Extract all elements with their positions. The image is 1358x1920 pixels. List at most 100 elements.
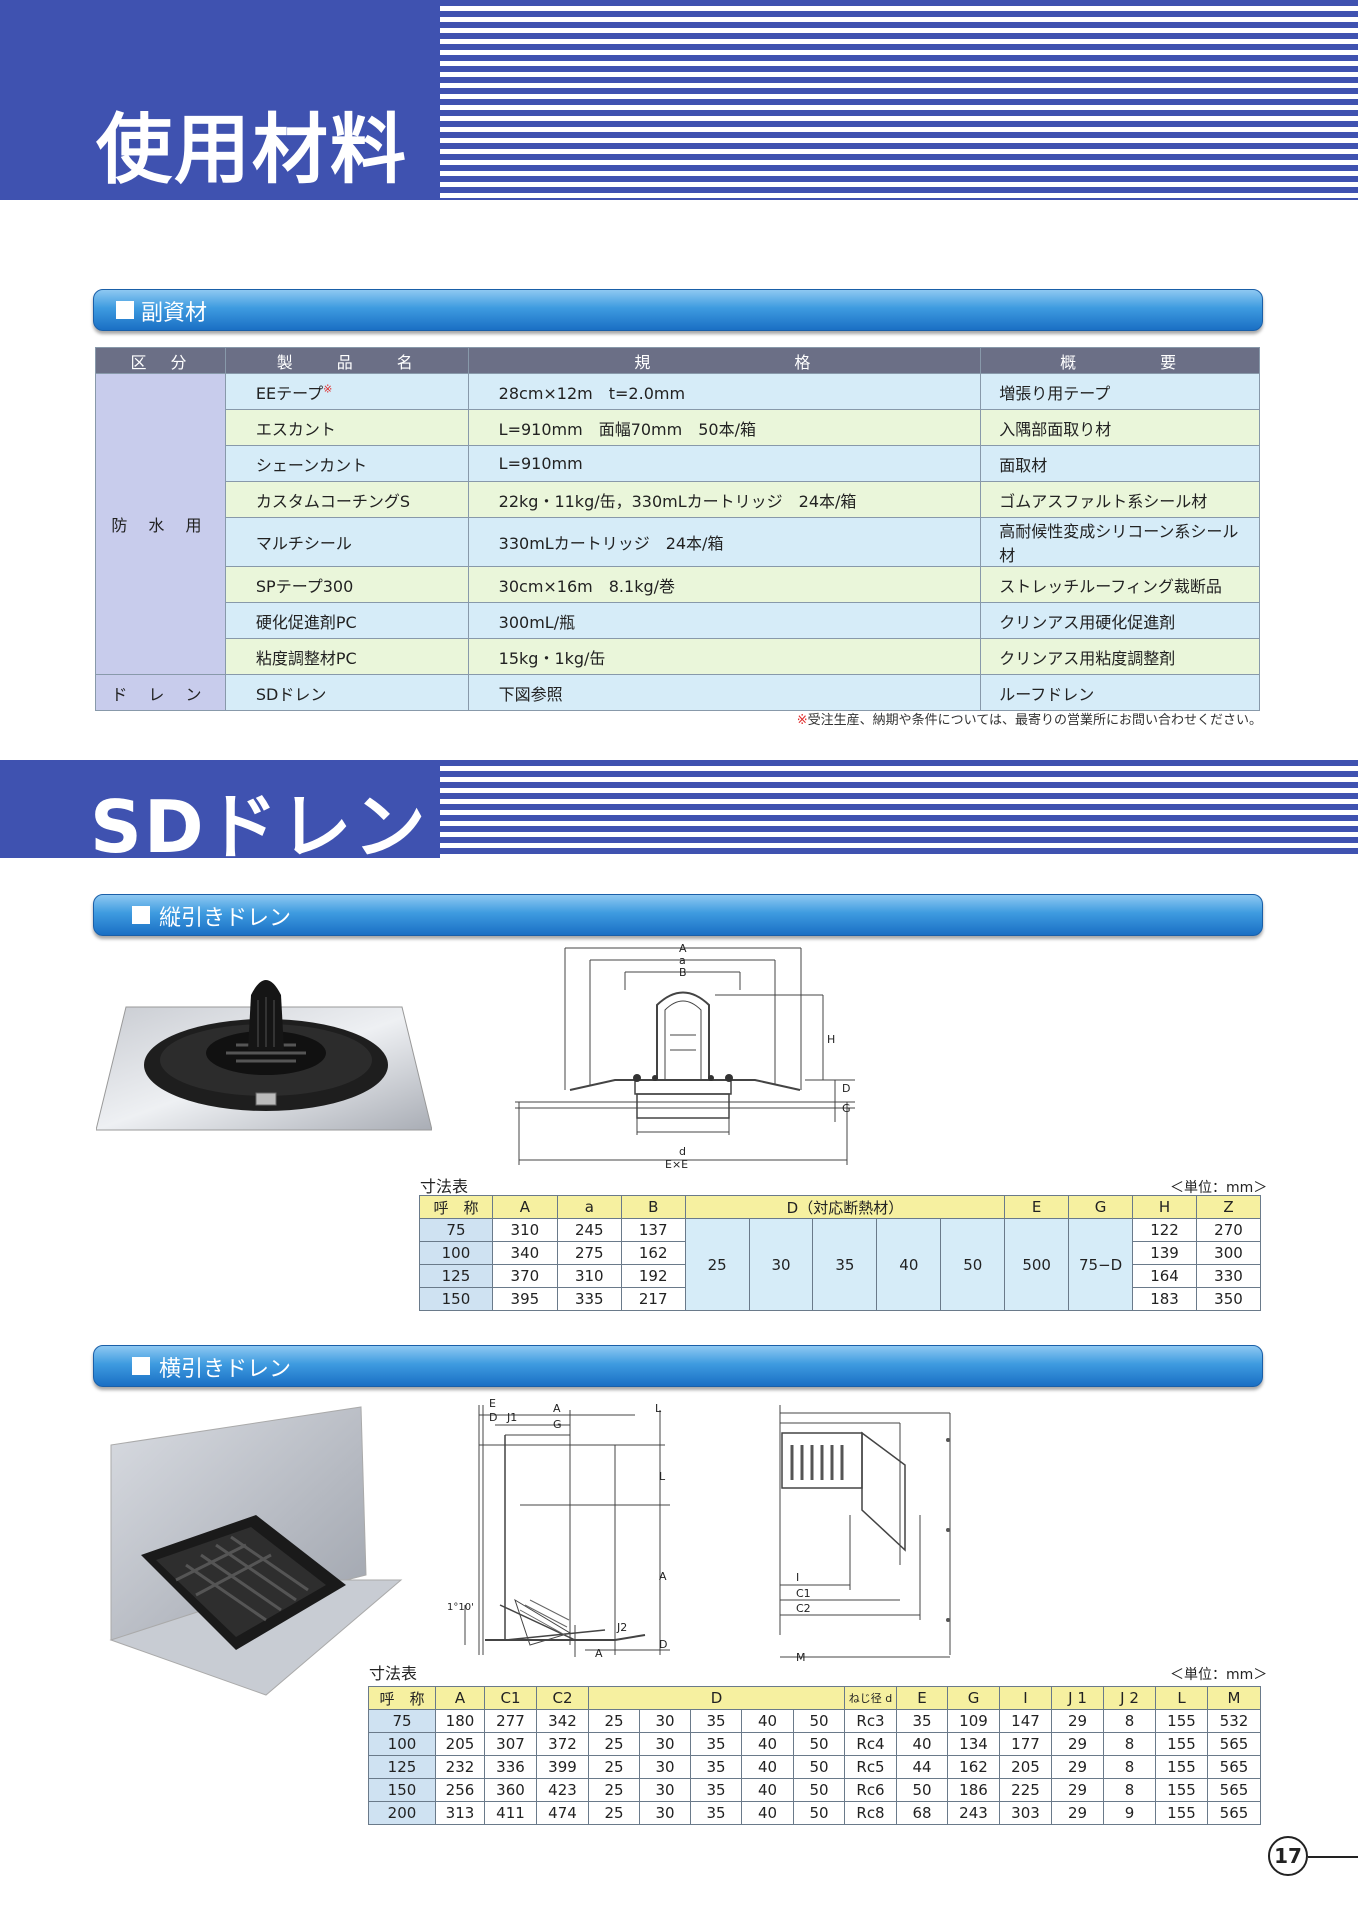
value-cell: 35 <box>690 1709 742 1733</box>
value-cell: Rc5 <box>844 1755 897 1779</box>
value-cell: 155 <box>1155 1755 1208 1779</box>
table-row: SPテープ300 30cm×16m 8.1kg/巻 ストレッチルーフィング裁断品 <box>96 566 1260 603</box>
horizontal-drain-photo <box>109 1406 403 1696</box>
table-row: 硬化促進剤PC 300mL/瓶 クリンアス用硬化促進剤 <box>96 602 1260 639</box>
product-name: SDドレン <box>224 674 469 711</box>
nominal-cell: 75 <box>368 1709 436 1733</box>
nominal-cell: 100 <box>419 1241 493 1265</box>
value-cell: 50 <box>793 1755 845 1779</box>
col-header: G <box>1068 1195 1134 1219</box>
desc-cell: 高耐候性変成シリコーン系シール材 <box>980 517 1260 567</box>
product-name: SPテープ300 <box>224 566 469 603</box>
subsection-bar-horizontal-drain: 横引きドレン <box>93 1345 1263 1387</box>
dim-label-L: L <box>655 1402 662 1415</box>
table-row: 防 水 用 EEテープ※ 28cm×12m t=2.0mm 増張り用テープ <box>95 373 1260 675</box>
value-cell: 330 <box>1196 1264 1261 1288</box>
header-stripes <box>440 0 1358 200</box>
subsection-bar-vertical-drain: 縦引きドレン <box>93 894 1263 936</box>
dim-label-L: L <box>659 1470 666 1483</box>
value-cell: 134 <box>947 1732 1000 1756</box>
value-cell: 40 <box>741 1709 794 1733</box>
value-cell: 565 <box>1207 1778 1261 1802</box>
dimension-table-label: 寸法表 <box>369 1664 418 1683</box>
value-cell: 205 <box>999 1755 1052 1779</box>
value-cell: 256 <box>435 1778 485 1802</box>
value-cell: 500 <box>1004 1218 1070 1311</box>
value-cell: 340 <box>491 1241 558 1265</box>
col-header: M <box>1207 1686 1261 1710</box>
value-cell: Rc4 <box>844 1732 897 1756</box>
value-cell: 35 <box>690 1732 742 1756</box>
value-cell: 565 <box>1207 1755 1261 1779</box>
value-cell: 565 <box>1207 1801 1261 1825</box>
value-cell: 177 <box>999 1732 1052 1756</box>
value-cell: 25 <box>684 1218 750 1311</box>
value-cell: 360 <box>484 1778 537 1802</box>
value-cell: 205 <box>435 1732 485 1756</box>
section-title: SDドレン <box>90 785 428 869</box>
col-header: ねじ径 d <box>844 1686 897 1710</box>
value-cell: 40 <box>741 1755 794 1779</box>
product-name: 硬化促進剤PC <box>224 602 469 639</box>
page-number: 17 <box>1268 1836 1308 1876</box>
desc-cell: ルーフドレン <box>980 674 1260 711</box>
value-cell: 50 <box>940 1218 1006 1311</box>
subsection-title: 縦引きドレン <box>159 906 292 931</box>
value-cell: 342 <box>536 1709 589 1733</box>
table-row: シェーンカント L=910mm 面取材 <box>96 445 1260 482</box>
value-cell: 109 <box>947 1709 1000 1733</box>
dim-label-I: I <box>796 1571 799 1584</box>
value-cell: 310 <box>556 1264 622 1288</box>
desc-cell: ゴムアスファルト系シール材 <box>980 481 1260 518</box>
dim-label-D: D <box>659 1638 667 1651</box>
col-header: 規 格 <box>467 347 982 374</box>
col-header: C1 <box>484 1686 537 1710</box>
nominal-cell: 75 <box>419 1218 493 1242</box>
dim-label-D: D <box>842 1082 850 1095</box>
value-cell: 186 <box>947 1778 1000 1802</box>
dim-label-M: M <box>796 1651 806 1664</box>
value-cell: 8 <box>1103 1709 1156 1733</box>
dim-label-C2: C2 <box>796 1602 811 1615</box>
square-icon <box>132 906 150 924</box>
value-cell: 35 <box>690 1778 742 1802</box>
value-cell: 162 <box>620 1241 686 1265</box>
value-cell: 30 <box>639 1801 691 1825</box>
value-cell: 225 <box>999 1778 1052 1802</box>
spec-cell: 330mLカートリッジ 24本/箱 <box>467 517 982 567</box>
value-cell: 30 <box>748 1218 814 1311</box>
value-cell: 147 <box>999 1709 1052 1733</box>
col-header: J 2 <box>1103 1686 1156 1710</box>
col-header: B <box>620 1195 686 1219</box>
col-header: 概 要 <box>980 347 1260 374</box>
value-cell: 9 <box>1103 1801 1156 1825</box>
nominal-cell: 200 <box>368 1801 436 1825</box>
value-cell: 532 <box>1207 1709 1261 1733</box>
vertical-drain-photo <box>96 980 432 1131</box>
dim-label-J2: J2 <box>616 1621 627 1634</box>
table-row: 75 310 245 137 25 30 35 40 50 500 75−D 1… <box>419 1218 1261 1311</box>
table-header-row: 呼 称 A C1 C2 D ねじ径 d E G I J 1 J 2 L M <box>368 1686 1261 1710</box>
value-cell: 8 <box>1103 1732 1156 1756</box>
col-header: H <box>1132 1195 1197 1219</box>
category-cell: ド レ ン <box>95 674 226 711</box>
note-mark: ※ <box>796 713 808 728</box>
value-cell: 565 <box>1207 1732 1261 1756</box>
note-mark: ※ <box>323 382 333 396</box>
product-name: マルチシール <box>224 517 469 567</box>
value-cell: 192 <box>620 1264 686 1288</box>
dim-label-a: a <box>679 954 686 967</box>
value-cell: 44 <box>896 1755 948 1779</box>
value-cell: 423 <box>536 1778 589 1802</box>
category-cell: 防 水 用 <box>95 373 226 675</box>
value-cell: 30 <box>639 1778 691 1802</box>
value-cell: 25 <box>588 1732 640 1756</box>
dim-label-A: A <box>659 1570 667 1583</box>
value-cell: 40 <box>896 1732 948 1756</box>
value-cell: 395 <box>491 1287 558 1311</box>
value-cell: 25 <box>588 1755 640 1779</box>
nominal-cell: 125 <box>419 1264 493 1288</box>
